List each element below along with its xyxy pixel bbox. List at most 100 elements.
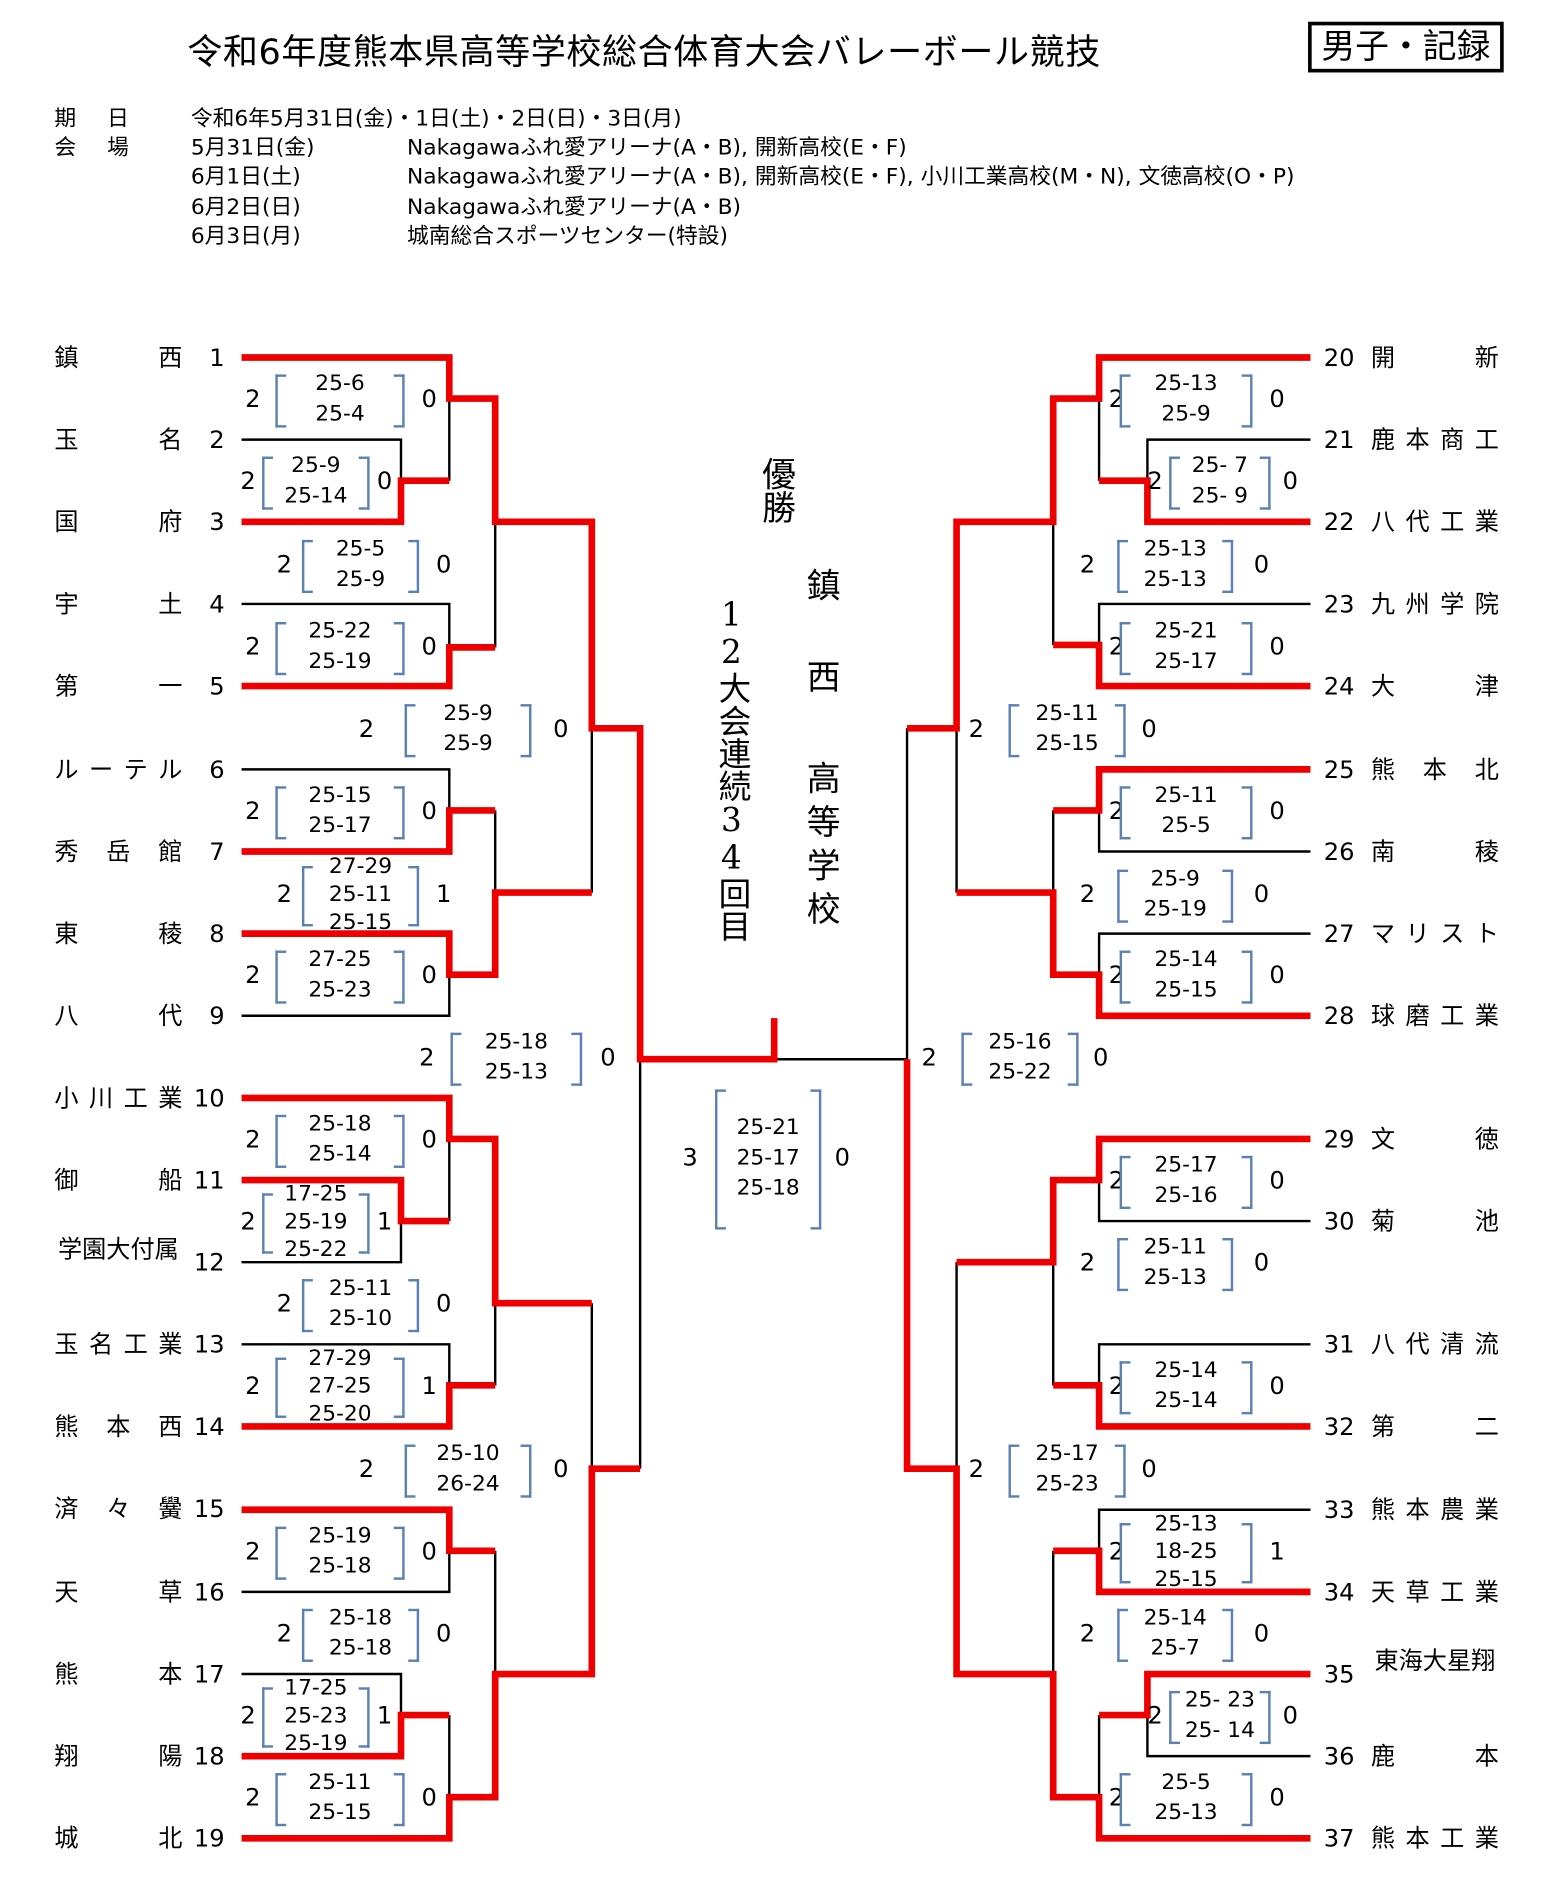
winner-path — [903, 354, 1311, 1842]
set-score: 25-10 — [328, 1305, 393, 1331]
team-name: 玉名工業 — [54, 1330, 183, 1360]
sets-won-left: 2 — [276, 879, 292, 909]
team-name: 天草 — [54, 1576, 183, 1606]
bracket-close-icon — [393, 1773, 405, 1827]
sets-won-right: 0 — [421, 1782, 437, 1812]
set-score: 25-17 — [308, 812, 372, 839]
sets-won-right: 0 — [436, 1288, 452, 1318]
team-number: 35 — [1323, 1659, 1355, 1689]
sets-won-right: 0 — [1269, 384, 1285, 414]
team-name: 熊本 — [54, 1659, 183, 1689]
bracket-lines-loser — [241, 398, 1311, 1798]
set-score: 25-22 — [988, 1059, 1052, 1085]
sets-won-right: 0 — [376, 466, 393, 496]
set-score: 25-20 — [308, 1400, 372, 1426]
sets-won-left: 2 — [968, 1454, 985, 1484]
sets-won-left: 2 — [1079, 549, 1096, 579]
bracket-close-icon — [358, 1687, 370, 1748]
set-score: 25-15 — [1154, 977, 1218, 1003]
sets-won-right: 0 — [436, 549, 452, 579]
team-number: 24 — [1323, 671, 1355, 701]
bracket-open-icon — [301, 539, 313, 594]
bracket-close-icon — [1222, 869, 1234, 923]
venue-place: Nakagawaふれ愛アリーナ(A・B) — [407, 194, 742, 220]
sets-won-left: 2 — [1079, 1247, 1096, 1277]
set-score: 25-13 — [1154, 370, 1218, 397]
set-scores: 25-18 25-13 — [460, 1027, 572, 1087]
bracket-open-icon — [404, 704, 416, 758]
venue-place: Nakagawaふれ愛アリーナ(A・B), 開新高校(E・F), 小川工業高校(… — [407, 164, 1295, 190]
bracket-close-icon — [408, 1279, 420, 1333]
set-score: 17-25 — [284, 1180, 348, 1206]
team-number: 2 — [209, 425, 225, 455]
bracket-close-icon — [1222, 1237, 1234, 1292]
sets-won-left: 2 — [1147, 1700, 1163, 1730]
team-name: 九州学院 — [1370, 589, 1499, 619]
team-name: 鎮西 — [54, 343, 183, 373]
date-value: 令和6年5月31日(金)・1日(土)・2日(日)・3日(月) — [190, 106, 682, 132]
set-score: 25-17 — [1154, 648, 1218, 674]
bracket-open-icon — [262, 456, 273, 510]
sets-won-right: 0 — [1253, 1247, 1270, 1277]
sets-won-right: 0 — [421, 384, 437, 414]
set-score: 25-18 — [484, 1029, 548, 1055]
sets-won-right: 0 — [436, 1618, 452, 1648]
team-number: 14 — [193, 1412, 225, 1442]
sets-won-right: 0 — [1269, 795, 1285, 825]
bracket-close-icon — [1241, 950, 1253, 1004]
set-score: 25-9 — [1150, 865, 1200, 892]
set-score: 25-11 — [328, 1275, 393, 1301]
bracket-close-icon — [408, 1608, 420, 1662]
team-name: 第一 — [54, 672, 183, 701]
team-number: 31 — [1323, 1329, 1355, 1359]
bracket-line — [241, 398, 908, 1798]
page-title: 令和6年度熊本県高等学校総合体育大会バレーボール競技 — [187, 31, 1101, 73]
set-score: 25-17 — [736, 1144, 800, 1170]
set-score: 25-4 — [315, 400, 365, 427]
venue-place: Nakagawaふれ愛アリーナ(A・B), 開新高校(E・F) — [407, 135, 907, 161]
set-score: 25-21 — [1154, 618, 1218, 644]
team-name: 御船 — [54, 1165, 183, 1195]
sets-won-right: 0 — [600, 1042, 616, 1072]
team-number: 37 — [1323, 1823, 1355, 1853]
bracket-open-icon — [1119, 1361, 1131, 1415]
set-score: 18-25 — [1154, 1538, 1218, 1564]
set-score: 25- 23 — [1184, 1687, 1255, 1713]
team-name: 八代工業 — [1370, 507, 1499, 537]
team-number: 15 — [193, 1494, 225, 1524]
set-score: 25-15 — [328, 908, 393, 935]
venue-date: 6月2日(日) — [190, 194, 301, 220]
bracket-close-icon — [1241, 1361, 1253, 1415]
sets-won-left: 2 — [1147, 466, 1163, 496]
team-number: 19 — [193, 1823, 225, 1853]
team-number: 32 — [1323, 1411, 1355, 1441]
set-score: 27-29 — [328, 853, 393, 879]
category-badge: 男子・記録 — [1308, 21, 1504, 73]
sets-won-right: 0 — [1269, 631, 1285, 661]
team-name: 宇土 — [54, 589, 183, 619]
bracket-close-icon — [1067, 1032, 1079, 1086]
set-score: 25-18 — [308, 1553, 372, 1579]
set-score: 25-15 — [1154, 1565, 1218, 1592]
bracket-close-icon — [1241, 622, 1253, 676]
set-score: 25-14 — [308, 1141, 372, 1167]
bracket-open-icon — [961, 1032, 973, 1086]
team-name: 翔陽 — [54, 1741, 183, 1771]
set-score: 25-19 — [284, 1730, 348, 1756]
bracket-close-icon — [1259, 1690, 1271, 1745]
bracket-close-icon — [520, 1444, 532, 1498]
team-number: 18 — [193, 1741, 225, 1771]
set-score: 25-13 — [484, 1059, 548, 1085]
bracket-close-icon — [393, 950, 405, 1004]
bracket-close-icon — [1114, 1444, 1126, 1498]
set-score: 25-13 — [1143, 1264, 1207, 1290]
sets-won-left: 2 — [245, 1370, 261, 1400]
